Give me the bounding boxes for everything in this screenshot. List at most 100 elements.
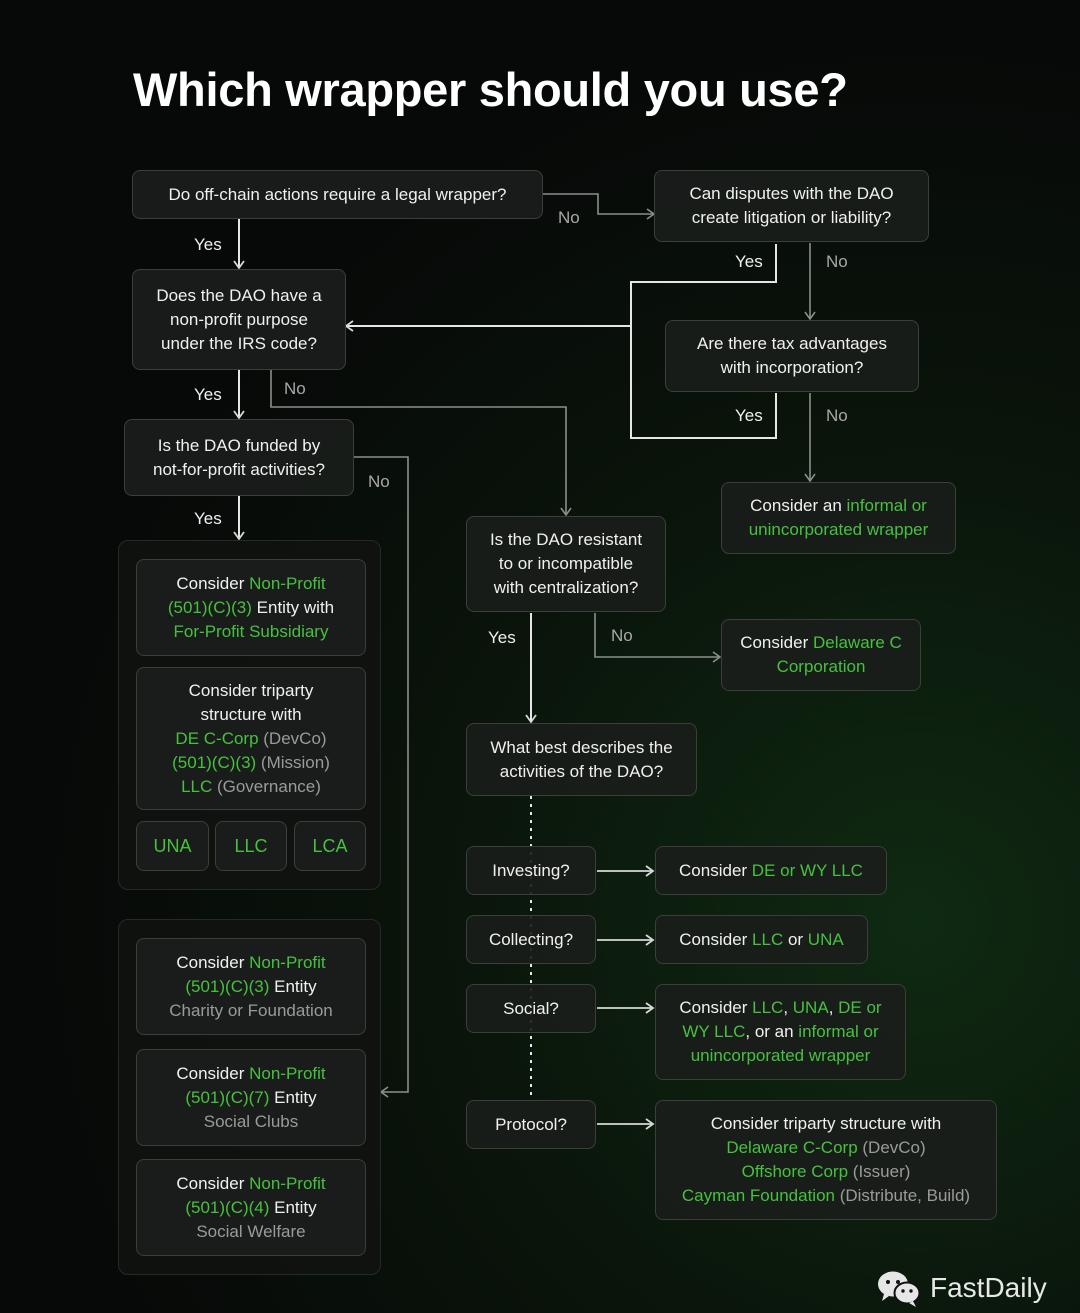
text-plain: Consider an [750, 496, 847, 515]
arrow-disputes-yes [344, 244, 777, 332]
text-green: LLC [752, 998, 784, 1017]
result-collecting: Consider LLC or UNA [655, 915, 868, 964]
node-text: Consider LLC, UNA, DE or [679, 996, 881, 1020]
node-text: WY LLC, or an informal or [682, 1020, 878, 1044]
node-text: Investing? [492, 860, 570, 880]
text-plain: , or an [745, 1022, 799, 1041]
result-una: UNA [136, 821, 209, 871]
text-plain: Consider [679, 998, 753, 1017]
text-plain: Entity [269, 1197, 317, 1217]
question-tax-advantages: Are there tax advantages with incorporat… [665, 320, 919, 392]
text-dim: Charity or Foundation [169, 1000, 333, 1020]
node-text: Consider an informal or [750, 494, 927, 518]
question-nonprofit-purpose: Does the DAO have a non-profit purpose u… [132, 269, 346, 370]
text-green: (501)(C)(3) [167, 597, 252, 617]
text-green: DE or WY LLC [751, 860, 863, 880]
result-nonprofit-charity: Consider Non-Profit (501)(C)(3) Entity C… [136, 938, 366, 1035]
node-text: with incorporation? [720, 358, 864, 377]
result-protocol: Consider triparty structure with Delawar… [655, 1100, 997, 1220]
text-green: Delaware C [812, 633, 902, 652]
label-yes: Yes [735, 252, 763, 271]
node-text: (501)(C)(3) Entity [185, 975, 316, 999]
text-green: UNA [792, 998, 829, 1017]
text-green: Non-Profit [249, 952, 326, 972]
option-collecting: Collecting? [466, 915, 596, 964]
node-text: UNA [153, 836, 192, 856]
label-yes: Yes [194, 385, 222, 404]
result-llc: LLC [215, 821, 287, 871]
text-green: (501)(C)(3) [185, 976, 270, 996]
text-green: Non-Profit [249, 573, 326, 593]
result-social: Consider LLC, UNA, DE or WY LLC, or an i… [655, 984, 906, 1080]
text-dim: (Governance) [212, 776, 321, 796]
text-green: LLC [752, 929, 784, 949]
node-text: non-profit purpose [170, 309, 308, 329]
footer-brand: FastDaily [930, 1272, 1047, 1303]
node-text: (501)(C)(3) Entity with [168, 596, 334, 620]
node-text: Do off-chain actions require a legal wra… [168, 184, 507, 204]
text-green: UNA [807, 929, 844, 949]
node-text: create litigation or liability? [691, 208, 892, 227]
node-text: Offshore Corp (Issuer) [742, 1160, 911, 1184]
text-green: (501)(C)(7) [185, 1087, 270, 1107]
label-no: No [826, 252, 848, 271]
question-activities: What best describes the activities of th… [466, 723, 697, 796]
node-text: with centralization? [493, 578, 639, 597]
node-text: under the IRS code? [161, 333, 317, 353]
text-plain: Entity with [251, 597, 335, 617]
result-triparty-structure: Consider triparty structure with DE C-Co… [136, 667, 366, 810]
node-text: LCA [312, 836, 348, 856]
option-investing: Investing? [466, 846, 596, 895]
text-green: unincorporated wrapper [748, 520, 929, 539]
node-text: structure with [200, 704, 302, 724]
arrow-nonprofit-no [270, 370, 572, 517]
node-text: DE C-Corp (DevCo) [175, 727, 326, 751]
text-plain: , [828, 998, 839, 1017]
result-nonprofit-social-clubs: Consider Non-Profit (501)(C)(7) Entity S… [136, 1049, 366, 1146]
text-green: DE or [838, 998, 882, 1017]
node-text: Consider Non-Profit [176, 1172, 325, 1196]
text-green: WY LLC [682, 1022, 746, 1041]
node-text: to or incompatible [498, 554, 634, 573]
node-text: LLC (Governance) [181, 775, 321, 799]
result-investing: Consider DE or WY LLC [655, 846, 887, 895]
node-text: Consider DE or WY LLC [679, 859, 863, 883]
node-text: Delaware C-Corp (DevCo) [726, 1136, 925, 1160]
text-plain: Entity [269, 976, 317, 996]
text-green: Non-Profit [249, 1063, 326, 1083]
node-text: Consider Delaware C [740, 631, 902, 655]
text-green: (501)(C)(3) [172, 752, 257, 772]
node-text: Collecting? [488, 929, 574, 949]
text-dim: (Distribute, Build) [834, 1186, 971, 1205]
label-yes: Yes [488, 628, 516, 647]
node-text: activities of the DAO? [499, 761, 664, 781]
result-informal-wrapper: Consider an informal or unincorporated w… [721, 482, 956, 554]
text-plain: Consider [740, 633, 813, 652]
result-nonprofit-social-welfare: Consider Non-Profit (501)(C)(4) Entity S… [136, 1159, 366, 1256]
node-text: Protocol? [495, 1114, 567, 1134]
label-no: No [826, 406, 848, 425]
node-text: Is the DAO resistant [489, 530, 643, 549]
text-green: informal or [846, 496, 927, 515]
text-plain: Consider [679, 929, 753, 949]
result-delaware-c-corp: Consider Delaware C Corporation [721, 619, 921, 691]
text-plain: Entity [269, 1087, 317, 1107]
node-text: Consider Non-Profit [176, 572, 325, 596]
node-text: Are there tax advantages [697, 334, 887, 353]
question-offchain-wrapper: Do off-chain actions require a legal wra… [132, 170, 543, 219]
text-green: For-Profit Subsidiary [173, 621, 329, 641]
result-nonprofit-subsidiary: Consider Non-Profit (501)(C)(3) Entity w… [136, 559, 366, 656]
text-green: Cayman Foundation [681, 1186, 835, 1205]
option-protocol: Protocol? [466, 1100, 596, 1149]
text-green: Offshore Corp [741, 1162, 849, 1181]
question-funded-nonprofit: Is the DAO funded by not-for-profit acti… [124, 419, 354, 496]
arrow-tax-yes [630, 326, 777, 439]
text-plain: Consider [176, 1063, 250, 1083]
text-plain: Consider [176, 573, 250, 593]
label-no: No [558, 208, 580, 227]
node-text: Cayman Foundation (Distribute, Build) [682, 1184, 970, 1208]
node-text: (501)(C)(7) Entity [185, 1086, 316, 1110]
label-no: No [368, 472, 390, 491]
page-title: Which wrapper should you use? [133, 63, 848, 116]
